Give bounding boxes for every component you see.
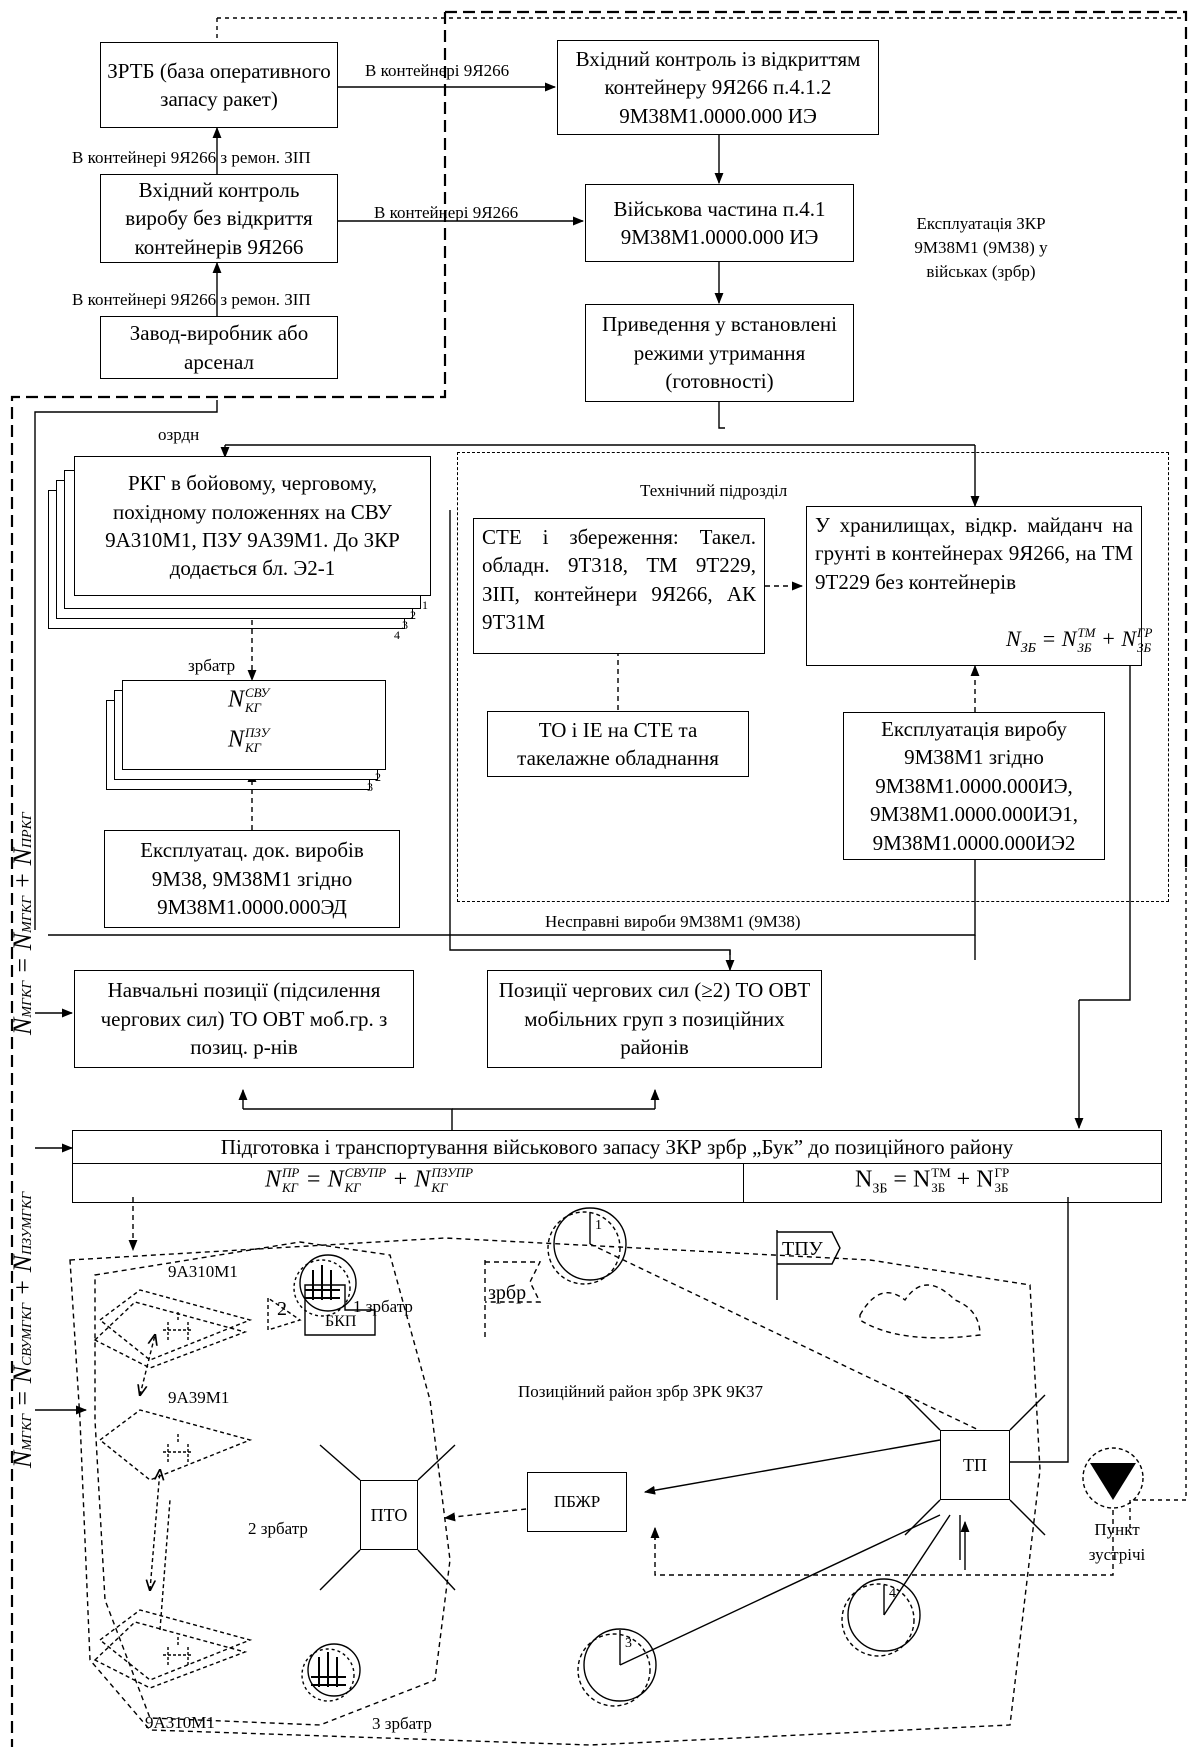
zrbatr-1-label: 1 зрбатр [353,1297,413,1316]
vkhidnyi-bez-box: Вхідний контроль виробу без відкриття ко… [100,174,338,263]
vertical-formula-top: NМГКГ = NМГКГ + NПРКГ [8,812,37,1035]
zrtb-box: ЗРТБ (база оперативного запасу ракет) [100,42,338,128]
label-v-konteineri-2: В контейнері 9Я266 [374,203,519,222]
ekspl-vyrobu-box: Експлуатація виробу 9М38М1 згідно 9М38М1… [843,712,1105,860]
tpu-label: ТПУ [782,1238,823,1260]
zrbatr-label: зрбатр [188,656,236,675]
num-2-label: 2 [277,1298,287,1320]
pryvedennia-box: Приведення у встановлені режими утриманн… [585,304,854,402]
vertical-formula-bottom: NМГКГ = NСВУМГКГ + NПЗУМГКГ [8,1191,37,1468]
pzu-label: 9А39М1 [168,1388,230,1407]
vkhidnyi-iz-box: Вхідний контроль із відкриттям контейнер… [557,40,879,135]
viiskova-box: Військова частина п.4.1 9М38М1.0000.000 … [585,184,854,262]
pidgotovka-box: Підготовка і транспортування військового… [72,1130,1162,1164]
stack-number: 2 [375,770,381,784]
zavod-box: Завод-виробник або арсенал [100,316,338,379]
label-remon-zip-2: В контейнері 9Я266 з ремон. ЗІП [72,290,311,309]
svu-bottom-label: 9А310М1 [145,1713,215,1732]
stack-number: 3 [367,780,373,794]
stack-number: 4 [394,628,400,642]
tp-box: ТП [940,1430,1010,1500]
nespravni-label: Несправні вироби 9М38М1 (9М38) [545,912,801,931]
rkg-box: РКГ в бойовому, черговому, похідному пол… [74,456,431,596]
zrbatr-3-label: 3 зрбатр [372,1714,432,1733]
bkp-label: БКП [325,1313,357,1330]
stack-number: 2 [410,608,416,622]
tekh-pidrozdil-label: Технічний підрозділ [640,481,788,500]
circle-number: 3 [625,1636,632,1651]
ekspl-dok-box: Експлуатац. док. виробів 9М38, 9М38М1 зг… [104,830,400,928]
label-remon-zip-1: В контейнері 9Я266 з ремон. ЗІП [72,148,311,167]
to-ie-box: ТО і ІЕ на СТЕ та такелажне обладнання [487,711,749,777]
nkg-box [122,680,386,770]
svu-top-label: 9А310М1 [168,1262,238,1281]
zrbatr-2-label: 2 зрбатр [248,1519,308,1538]
pto-box: ПТО [360,1480,418,1550]
tekh-pidrozdil-frame [457,452,1169,902]
navchalni-box: Навчальні позиції (підсилення чергових с… [74,970,414,1068]
ste-box: СТЕ і збереження: Такел. обладн. 9Т318, … [473,518,765,654]
pidgotovka-formula-right-cell [743,1163,1162,1203]
circle-number: 4 [889,1586,896,1601]
stack-number: 1 [422,598,428,612]
khranylyshcha-box: У хранилищах, відкр. майданч на грунті в… [806,506,1142,666]
ozrdn-label: озрдн [158,425,200,444]
punkt-label: Пункт зустрічі [1088,1520,1146,1564]
stack-number: 3 [402,618,408,632]
poz-raion-label: Позиційний район зрбр ЗРК 9К37 [518,1382,764,1401]
pozytsii-box: Позиції чергових сил (≥2) ТО ОВТ мобільн… [487,970,822,1068]
circle-number: 1 [595,1218,602,1233]
pbzhr-box: ПБЖР [527,1472,627,1532]
zrbr-label: зрбр [488,1282,527,1304]
ekspluatatsiia-label: Експлуатація ЗКР 9М38М1 (9М38) у війська… [914,214,1048,281]
label-v-konteineri-1: В контейнері 9Я266 [365,61,510,80]
